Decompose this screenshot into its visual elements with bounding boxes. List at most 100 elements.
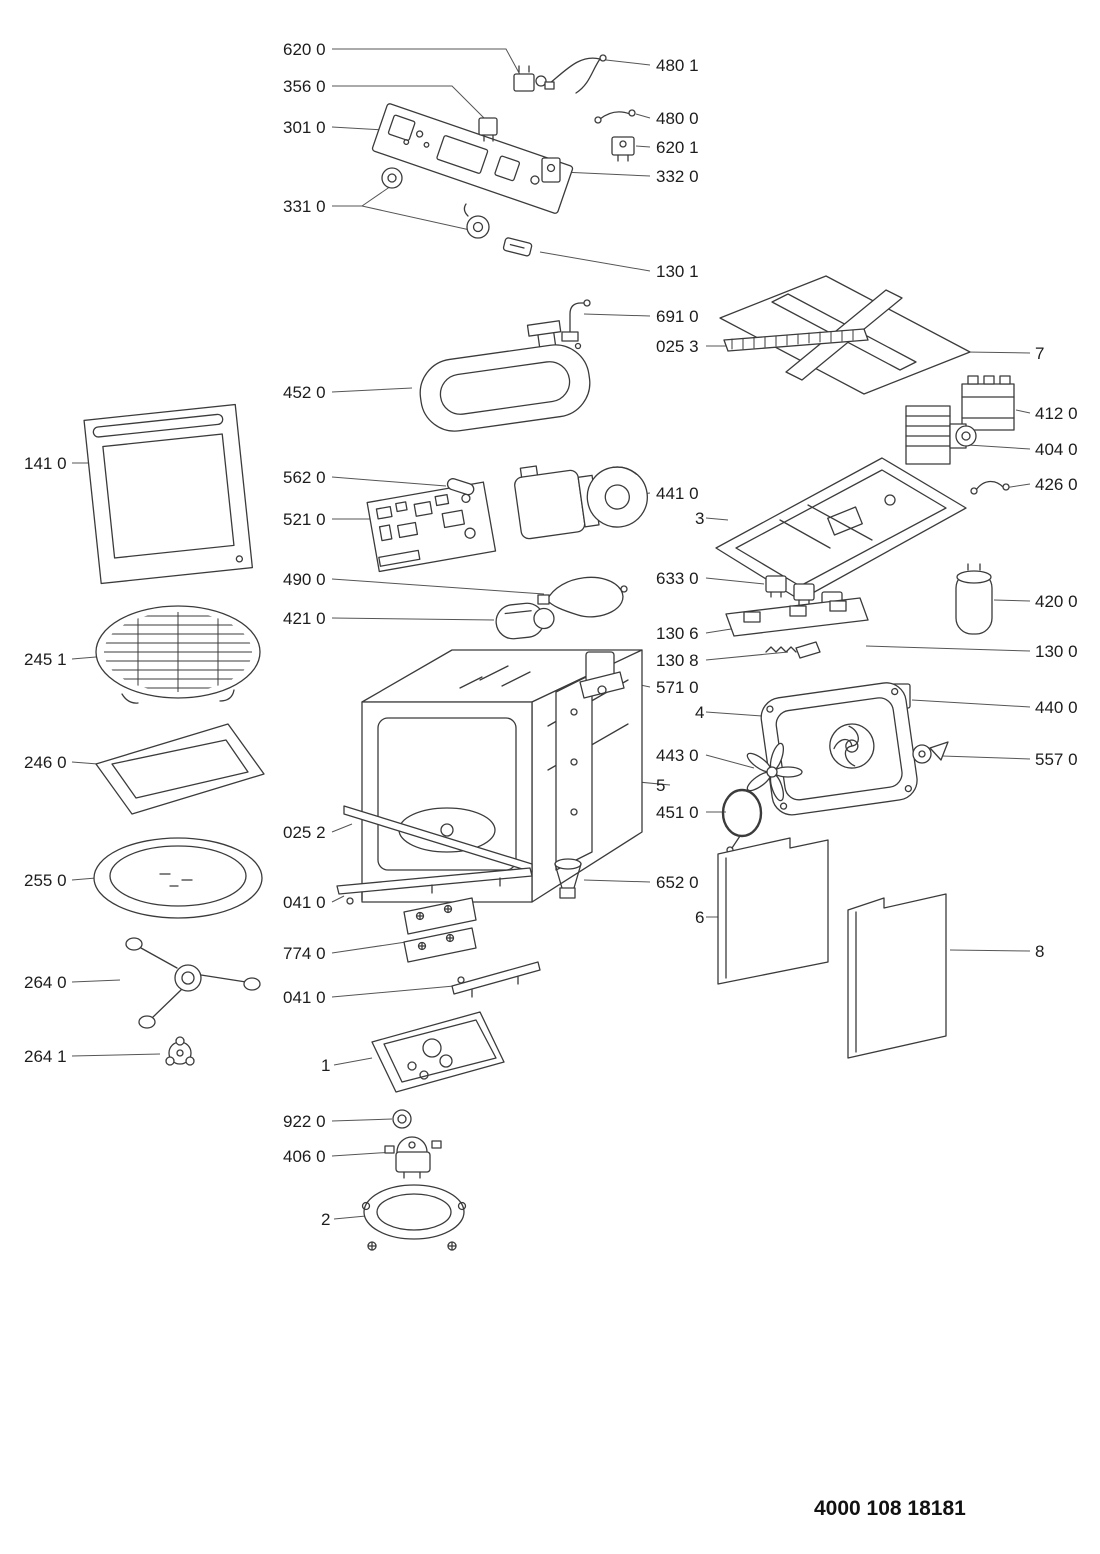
callout-406-0: 406 0 [283,1147,326,1166]
callout-130-0: 130 0 [1035,642,1078,661]
fuse-562-0 [446,478,475,496]
callout-141-0: 141 0 [24,454,67,473]
callout-7: 7 [1035,344,1044,363]
control-panel [371,103,574,214]
callout-480-0: 480 0 [656,109,699,128]
bracket-332-0 [541,157,561,183]
callout-3: 3 [695,509,704,528]
callout-041-0-b: 041 0 [283,988,326,1007]
callout-620-1: 620 1 [656,138,699,157]
callout-332-0: 332 0 [656,167,699,186]
callout-245-1: 245 1 [24,650,67,669]
latch-rail-row [725,597,869,659]
callout-404-0: 404 0 [1035,440,1078,459]
mounting-rail-lower [451,961,541,998]
callout-774-0: 774 0 [283,944,326,963]
cable-loop-490-0 [537,576,628,618]
motor-421-0 [495,602,555,640]
leader-lines [71,48,1031,1220]
callout-451-0: 451 0 [656,803,699,822]
roller-ring-support [125,937,261,1029]
turntable-coupler [165,1036,195,1066]
callout-421-0: 421 0 [283,609,326,628]
air-duct-frame [760,682,918,816]
funnel-652-0 [554,858,582,899]
callout-6: 6 [695,908,704,927]
wire-harness-480-1 [544,54,607,94]
callout-633-0: 633 0 [656,569,699,588]
diode-cable-426-0 [970,480,1010,495]
glass-turntable-plate [93,837,263,919]
heating-element [419,320,591,432]
callout-255-0: 255 0 [24,871,67,890]
callout-5: 5 [656,776,665,795]
callout-331-0: 331 0 [283,197,326,216]
callout-922-0: 922 0 [283,1112,326,1131]
callout-490-0: 490 0 [283,570,326,589]
capacitor-420-0 [955,563,993,635]
callout-301-0: 301 0 [283,118,326,137]
callout-041-0-a: 041 0 [283,893,326,912]
knob-set [381,167,490,239]
switch-620-1 [611,136,635,162]
bottom-ring-2 [361,1184,467,1251]
callout-562-0: 562 0 [283,468,326,487]
solenoid-571-0 [579,651,625,699]
callout-691-0: 691 0 [656,307,699,326]
callout-443-0: 443 0 [656,746,699,765]
callout-521-0: 521 0 [283,510,326,529]
callout-025-3: 025 3 [656,337,699,356]
oven-door [83,403,254,585]
fan-blade-443-0 [746,742,803,802]
callout-652-0: 652 0 [656,873,699,892]
spring-130-8 [765,646,797,653]
callout-130-1: 130 1 [656,262,699,281]
base-plate-1 [371,1011,505,1093]
callout-441-0: 441 0 [656,484,699,503]
callout-440-0: 440 0 [1035,698,1078,717]
magnetron-404-0 [905,405,977,465]
callout-2: 2 [321,1210,330,1229]
callout-426-0: 426 0 [1035,475,1078,494]
callout-412-0: 412 0 [1035,404,1078,423]
callout-452-0: 452 0 [283,383,326,402]
callout-4: 4 [695,703,704,722]
baking-tray [95,723,265,815]
callout-571-0: 571 0 [656,678,699,697]
callout-620-0: 620 0 [283,40,326,59]
side-duct-panel [555,673,593,871]
callout-356-0: 356 0 [283,77,326,96]
callout-130-6: 130 6 [656,624,699,643]
round-rack [95,605,261,704]
callout-557-0: 557 0 [1035,750,1078,769]
switch-356-0 [478,117,498,142]
callout-264-0: 264 0 [24,973,67,992]
vent-strip-025-3 [723,328,869,352]
side-panel-8 [847,893,947,1059]
callout-8: 8 [1035,942,1044,961]
rear-panel-6 [717,837,829,985]
turntable-motor-406-0 [384,1136,442,1179]
wire-480-0 [594,109,636,124]
callout-420-0: 420 0 [1035,592,1078,611]
callout-480-1: 480 1 [656,56,699,75]
transformer-412-0 [961,375,1015,431]
callout-246-0: 246 0 [24,753,67,772]
callout-025-2: 025 2 [283,823,326,842]
callout-1: 1 [321,1056,330,1075]
interlock-switch-620-0 [513,65,547,92]
latch-130-1 [502,237,533,257]
mounting-rail-upper [336,867,533,905]
clamp-ring-451-0 [721,788,763,854]
bracket-plates-774-0 [403,897,477,963]
pcb-board [366,481,497,573]
grommet-922-0 [392,1109,412,1129]
roller-557-0 [912,741,949,764]
callout-264-1: 264 1 [24,1047,67,1066]
document-number: 4000 108 18181 [814,1497,966,1520]
trim-strip-025-2 [343,805,533,873]
chassis-base [715,457,967,601]
fan-motor-441-0 [514,465,648,540]
